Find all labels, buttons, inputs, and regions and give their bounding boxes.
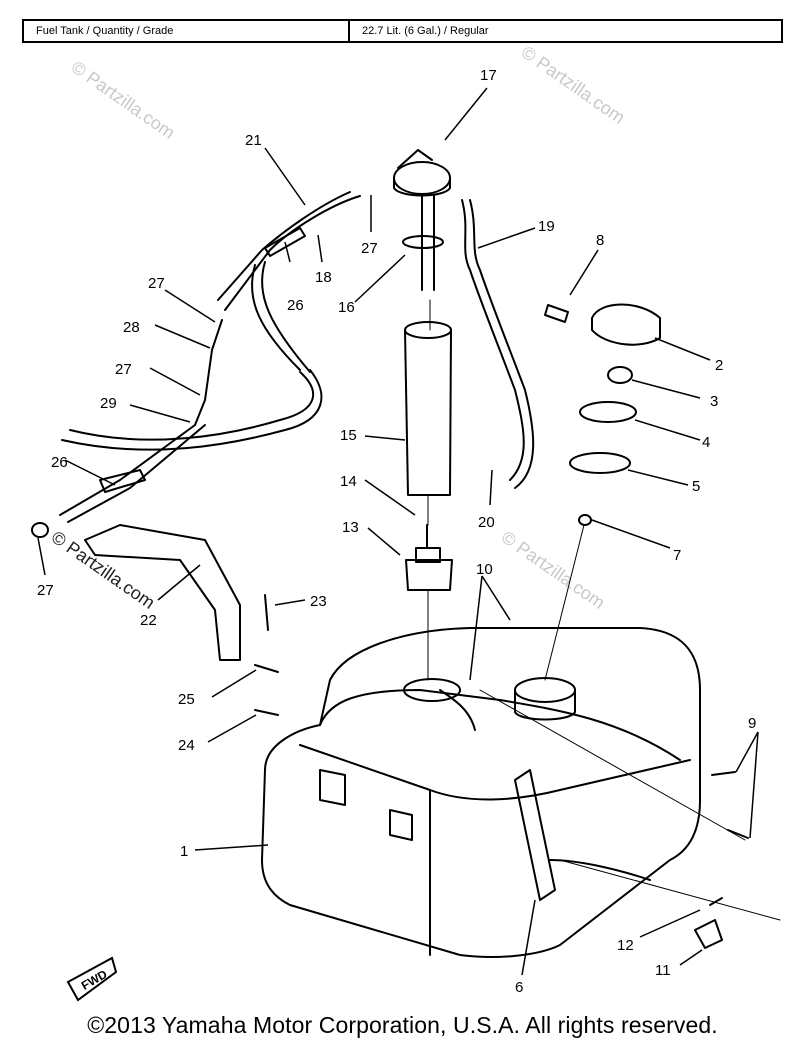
callout-16: 16 xyxy=(338,299,355,316)
callout-12: 12 xyxy=(617,937,634,954)
callout-18: 18 xyxy=(315,269,332,286)
callout-6: 6 xyxy=(515,979,523,996)
callout-26-upper: 26 xyxy=(287,297,304,314)
callout-5: 5 xyxy=(692,478,700,495)
hose-21 xyxy=(224,195,361,311)
bolt-23 xyxy=(264,594,269,631)
pump-gasket xyxy=(402,235,444,249)
cap-gasket xyxy=(569,452,631,474)
collar-25 xyxy=(254,664,279,673)
leader-lines xyxy=(37,87,759,976)
fuel-pump-unit xyxy=(393,149,451,291)
callout-8: 8 xyxy=(596,232,604,249)
callout-17: 17 xyxy=(480,67,497,84)
fuel-tank xyxy=(261,627,701,958)
watermark-2: © Partzilla.com xyxy=(518,42,629,128)
cap-spring xyxy=(607,366,633,384)
tank-pump-opening xyxy=(403,678,461,702)
callout-19: 19 xyxy=(538,218,555,235)
spec-table: Fuel Tank / Quantity / Grade 22.7 Lit. (… xyxy=(22,19,783,43)
sleeve-26-upper xyxy=(264,227,306,257)
clamp-27-left xyxy=(31,522,49,538)
callout-14: 14 xyxy=(340,473,357,490)
callout-24: 24 xyxy=(178,737,195,754)
watermark-1: © Partzilla.com xyxy=(68,57,179,143)
fwd-arrow: FWD xyxy=(66,956,118,1002)
callout-23: 23 xyxy=(310,593,327,610)
cap-11 xyxy=(694,919,723,949)
filler-neck xyxy=(514,677,576,703)
callout-27-mid: 27 xyxy=(148,275,165,292)
sleeve-26-lower xyxy=(99,469,146,493)
strainer xyxy=(405,524,453,591)
cap-nut xyxy=(578,514,592,526)
callout-3: 3 xyxy=(710,393,718,410)
callout-2: 2 xyxy=(715,357,723,374)
callout-21: 21 xyxy=(245,132,262,149)
watermark-4: © Partzilla.com xyxy=(48,527,159,613)
callout-27-top: 27 xyxy=(361,240,378,257)
collar-24 xyxy=(254,709,279,716)
callout-27-lower: 27 xyxy=(115,361,132,378)
callout-1: 1 xyxy=(180,843,188,860)
bolt-9a xyxy=(711,771,736,776)
spec-value: 22.7 Lit. (6 Gal.) / Regular xyxy=(362,25,489,37)
bracket-22 xyxy=(84,524,241,661)
callouts: 17 21 18 27 16 19 8 2 3 4 5 7 15 14 13 2… xyxy=(37,67,756,996)
callout-10: 10 xyxy=(476,561,493,578)
spec-label: Fuel Tank / Quantity / Grade xyxy=(24,21,350,41)
watermark-3: © Partzilla.com xyxy=(498,527,609,613)
callout-25: 25 xyxy=(178,691,195,708)
tank-strap xyxy=(514,769,556,901)
cap-pin xyxy=(544,304,569,323)
clip-12 xyxy=(709,897,723,906)
tank-cap xyxy=(591,303,661,346)
filter-tube xyxy=(404,321,452,496)
callout-27-left: 27 xyxy=(37,582,54,599)
callout-28: 28 xyxy=(123,319,140,336)
copyright-notice: ©2013 Yamaha Motor Corporation, U.S.A. A… xyxy=(87,1012,718,1038)
callout-15: 15 xyxy=(340,427,357,444)
vent-hose xyxy=(251,264,301,371)
return-hose-19 xyxy=(461,199,525,481)
callout-26-left: 26 xyxy=(51,454,68,471)
callout-20: 20 xyxy=(478,514,495,531)
cap-plate xyxy=(579,401,637,423)
callout-11: 11 xyxy=(655,962,671,979)
callout-7: 7 xyxy=(673,547,681,564)
callout-29: 29 xyxy=(100,395,117,412)
bolt-9b xyxy=(727,829,749,839)
callout-9: 9 xyxy=(748,715,756,732)
hose-29 xyxy=(69,371,315,441)
callout-4: 4 xyxy=(702,434,710,451)
callout-22: 22 xyxy=(140,612,157,629)
callout-13: 13 xyxy=(342,519,359,536)
